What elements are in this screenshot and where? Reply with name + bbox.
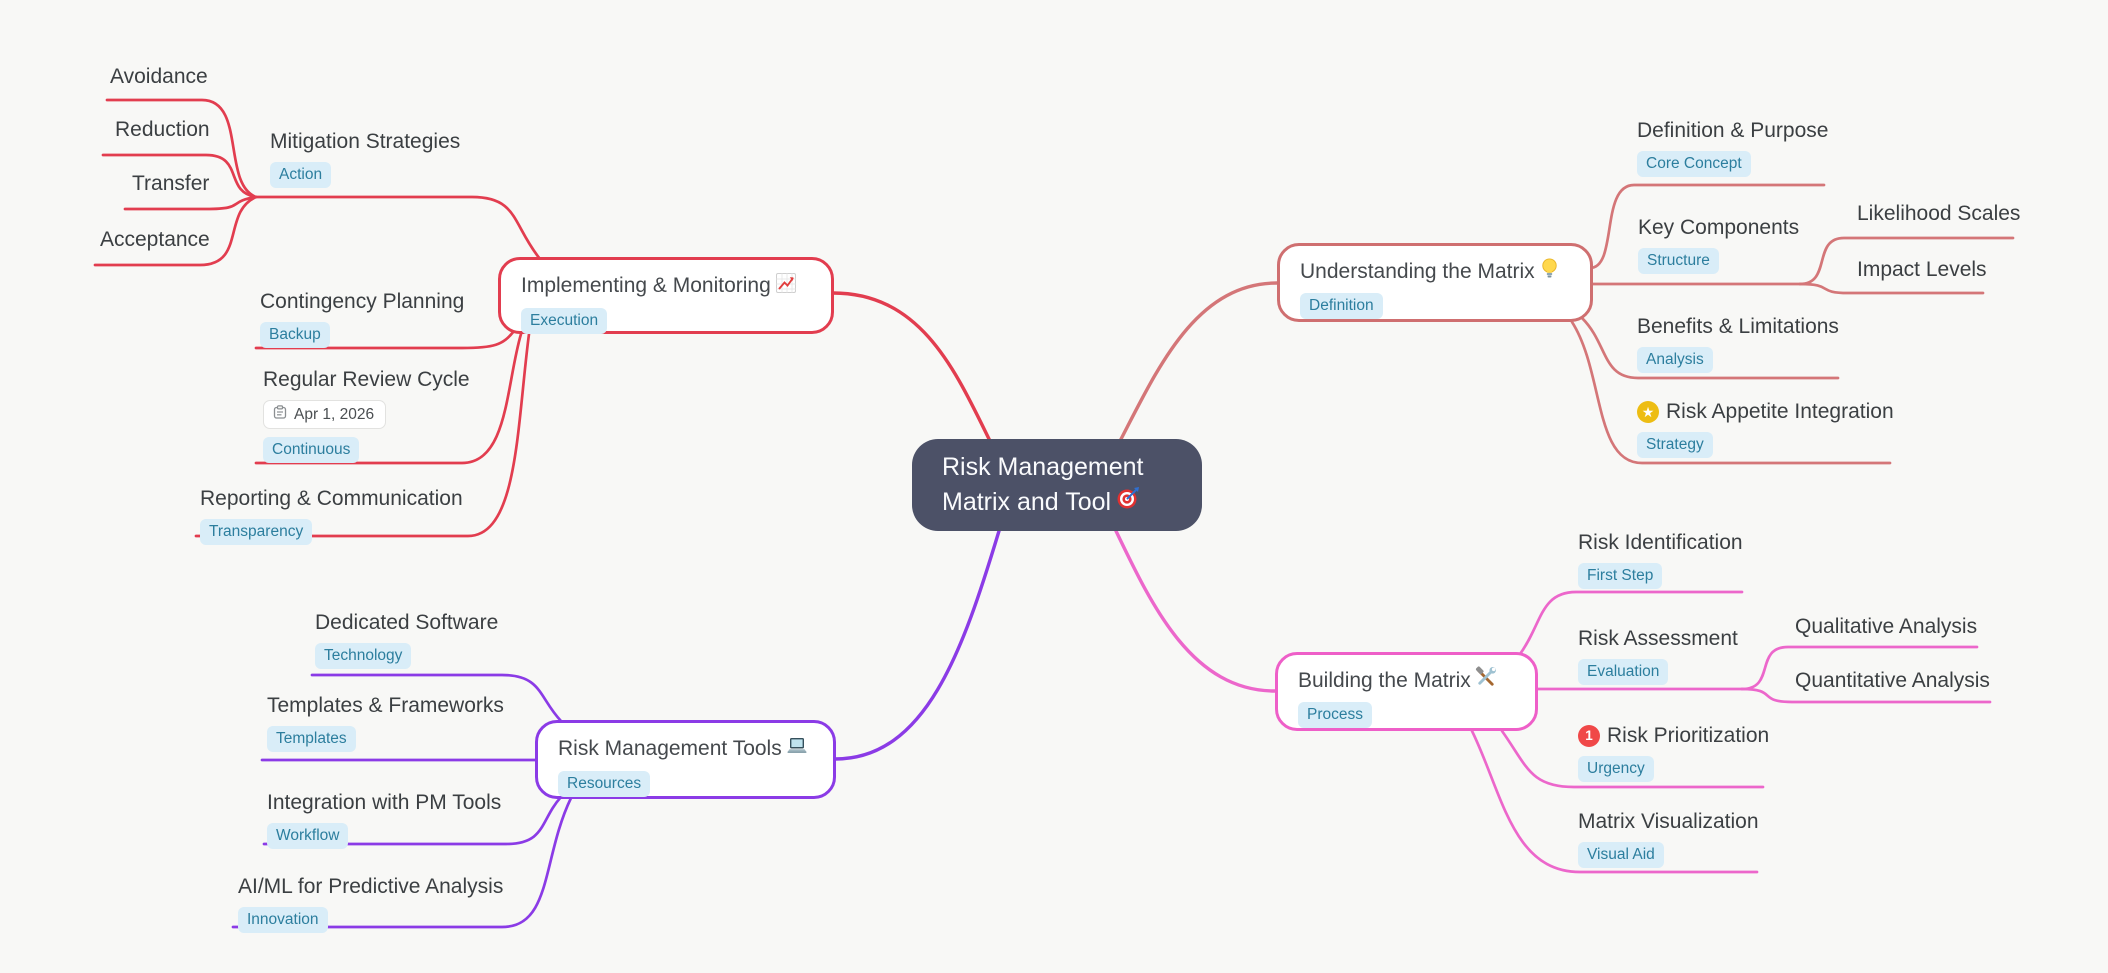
leaf-integration-pm-tools[interactable]: Integration with PM Tools Workflow — [267, 790, 501, 849]
leaf-transfer[interactable]: Transfer — [132, 171, 209, 196]
root-title-line2: Matrix and Tool — [942, 485, 1202, 521]
leaf-label: 1 Risk Prioritization — [1578, 723, 1769, 748]
leaf-label: Acceptance — [100, 228, 210, 251]
leaf-risk-appetite-integration[interactable]: ★ Risk Appetite Integration Strategy — [1637, 399, 1894, 458]
leaf-badge: Backup — [260, 322, 330, 348]
leaf-label: Risk Identification — [1578, 531, 1743, 554]
leaf-badge: Technology — [315, 643, 412, 669]
leaf-label: Benefits & Limitations — [1637, 315, 1839, 338]
leaf-label: Reduction — [115, 118, 210, 141]
leaf-badge: First Step — [1578, 563, 1663, 589]
branch-badge: Resources — [558, 771, 651, 797]
hammer-and-wrench-icon — [1474, 666, 1497, 695]
leaf-badge: Evaluation — [1578, 659, 1669, 685]
leaf-badge: Core Concept — [1637, 151, 1751, 177]
leaf-mitigation-strategies[interactable]: Mitigation Strategies Action — [270, 129, 460, 188]
root-node[interactable]: Risk Management Matrix and Tool — [912, 439, 1202, 531]
leaf-label: Contingency Planning — [260, 290, 465, 313]
leaf-acceptance[interactable]: Acceptance — [100, 227, 210, 252]
leaf-benefits-limitations[interactable]: Benefits & Limitations Analysis — [1637, 314, 1839, 373]
leaf-label: Integration with PM Tools — [267, 791, 502, 814]
laptop-icon — [785, 734, 809, 764]
leaf-label: Definition & Purpose — [1637, 119, 1829, 142]
leaf-risk-prioritization[interactable]: 1 Risk Prioritization Urgency — [1578, 723, 1769, 782]
branch-title: Understanding the Matrix — [1300, 257, 1570, 286]
leaf-regular-review-cycle[interactable]: Regular Review Cycle Apr 1, 2026 Continu… — [263, 367, 470, 463]
branch-badge: Process — [1298, 702, 1372, 728]
branch-node-building[interactable]: Building the Matrix Process — [1275, 652, 1538, 731]
leaf-reporting-communication[interactable]: Reporting & Communication Transparency — [200, 486, 463, 545]
leaf-badge: Transparency — [200, 519, 313, 545]
leaf-key-components[interactable]: Key Components Structure — [1638, 215, 1799, 274]
branch-node-tools[interactable]: Risk Management Tools Resources — [535, 720, 836, 799]
leaf-impact-levels[interactable]: Impact Levels — [1857, 257, 1987, 282]
branch-node-understanding[interactable]: Understanding the Matrix Definition — [1277, 243, 1593, 322]
leaf-label: Risk Assessment — [1578, 627, 1738, 650]
star-marker-icon: ★ — [1637, 400, 1659, 423]
branch-badge: Definition — [1300, 293, 1383, 319]
leaf-definition-purpose[interactable]: Definition & Purpose Core Concept — [1637, 118, 1828, 177]
leaf-label: AI/ML for Predictive Analysis — [238, 875, 504, 898]
leaf-label: Avoidance — [110, 65, 208, 88]
branch-node-implementing[interactable]: Implementing & Monitoring Execution — [498, 257, 834, 334]
leaf-avoidance[interactable]: Avoidance — [110, 64, 208, 89]
leaf-badge: Continuous — [263, 437, 360, 463]
branch-title: Risk Management Tools — [558, 734, 813, 764]
leaf-badge: Analysis — [1637, 347, 1713, 373]
leaf-label: Mitigation Strategies — [270, 130, 461, 153]
chart-increasing-icon — [774, 271, 798, 301]
leaf-aiml-predictive-analysis[interactable]: AI/ML for Predictive Analysis Innovation — [238, 874, 503, 933]
calendar-icon — [273, 405, 287, 424]
branch-badge: Execution — [521, 308, 608, 334]
leaf-badge: Visual Aid — [1578, 842, 1664, 868]
leaf-label: Transfer — [132, 172, 210, 195]
leaf-label: Dedicated Software — [315, 611, 499, 634]
branch-title: Building the Matrix — [1298, 666, 1515, 695]
one-marker-icon: 1 — [1578, 724, 1600, 747]
leaf-label: Key Components — [1638, 216, 1800, 239]
leaf-quantitative-analysis[interactable]: Quantitative Analysis — [1795, 668, 1990, 693]
leaf-label: Likelihood Scales — [1857, 202, 2021, 225]
leaf-badge: Templates — [267, 726, 356, 752]
target-icon — [1115, 485, 1141, 521]
leaf-label: Qualitative Analysis — [1795, 615, 1978, 638]
leaf-reduction[interactable]: Reduction — [115, 117, 210, 142]
date-value: Apr 1, 2026 — [294, 405, 375, 423]
root-title-line1: Risk Management — [942, 452, 1144, 481]
leaf-label: ★ Risk Appetite Integration — [1637, 399, 1894, 424]
leaf-qualitative-analysis[interactable]: Qualitative Analysis — [1795, 614, 1977, 639]
leaf-matrix-visualization[interactable]: Matrix Visualization Visual Aid — [1578, 809, 1759, 868]
leaf-label: Impact Levels — [1857, 258, 1987, 281]
leaf-templates-frameworks[interactable]: Templates & Frameworks Templates — [267, 693, 504, 752]
branch-title: Implementing & Monitoring — [521, 271, 811, 301]
leaf-label: Regular Review Cycle — [263, 368, 470, 391]
date-chip[interactable]: Apr 1, 2026 — [263, 400, 387, 429]
leaf-label: Matrix Visualization — [1578, 810, 1759, 833]
leaf-badge: Urgency — [1578, 756, 1654, 782]
leaf-label: Templates & Frameworks — [267, 694, 504, 717]
leaf-risk-identification[interactable]: Risk Identification First Step — [1578, 530, 1743, 589]
leaf-likelihood-scales[interactable]: Likelihood Scales — [1857, 201, 2020, 226]
leaf-badge: Strategy — [1637, 432, 1713, 458]
leaf-badge: Action — [270, 162, 332, 188]
leaf-badge: Innovation — [238, 907, 328, 933]
leaf-risk-assessment[interactable]: Risk Assessment Evaluation — [1578, 626, 1738, 685]
leaf-badge: Structure — [1638, 248, 1719, 274]
leaf-label: Quantitative Analysis — [1795, 669, 1990, 692]
leaf-contingency-planning[interactable]: Contingency Planning Backup — [260, 289, 464, 348]
leaf-label: Reporting & Communication — [200, 487, 463, 510]
leaf-dedicated-software[interactable]: Dedicated Software Technology — [315, 610, 498, 669]
leaf-badge: Workflow — [267, 823, 349, 849]
light-bulb-icon — [1538, 257, 1561, 286]
